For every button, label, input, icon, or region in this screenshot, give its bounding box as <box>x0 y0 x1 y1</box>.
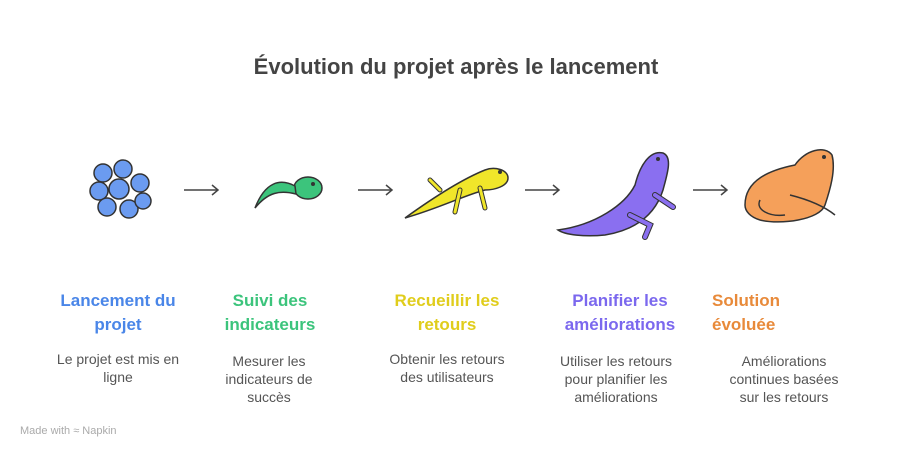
frog-icon <box>744 149 836 223</box>
step-desc-1: Le projet est mis en ligne <box>56 351 180 385</box>
step-title-3: Recueillir les retours <box>394 291 500 334</box>
napkin-watermark: Made with ≈ Napkin <box>20 425 117 437</box>
arrow-icon <box>693 184 729 196</box>
arrow-icon <box>525 184 561 196</box>
tadpole-with-legs-icon <box>404 167 509 219</box>
arrow-icon <box>184 184 220 196</box>
frog-eggs-icon <box>89 159 152 219</box>
arrow-icon <box>358 184 394 196</box>
step-title-2: Suivi des indicateurs <box>224 291 316 334</box>
step-desc-4: Utiliser les retours pour planifier les … <box>559 353 673 405</box>
diagram-title: Évolution du projet après le lancement <box>253 54 659 79</box>
step-title-1: Lancement du projet <box>60 291 176 334</box>
step-title-5: Solution évoluée <box>712 291 780 334</box>
step-title-4: Planifier les améliorations <box>564 291 676 334</box>
froglet-icon <box>556 151 676 240</box>
tadpole-icon <box>254 176 323 209</box>
step-desc-2: Mesurer les indicateurs de succès <box>225 353 313 405</box>
step-desc-5: Améliorations continues basées sur les r… <box>729 353 839 405</box>
step-desc-3: Obtenir les retours des utilisateurs <box>389 351 505 385</box>
